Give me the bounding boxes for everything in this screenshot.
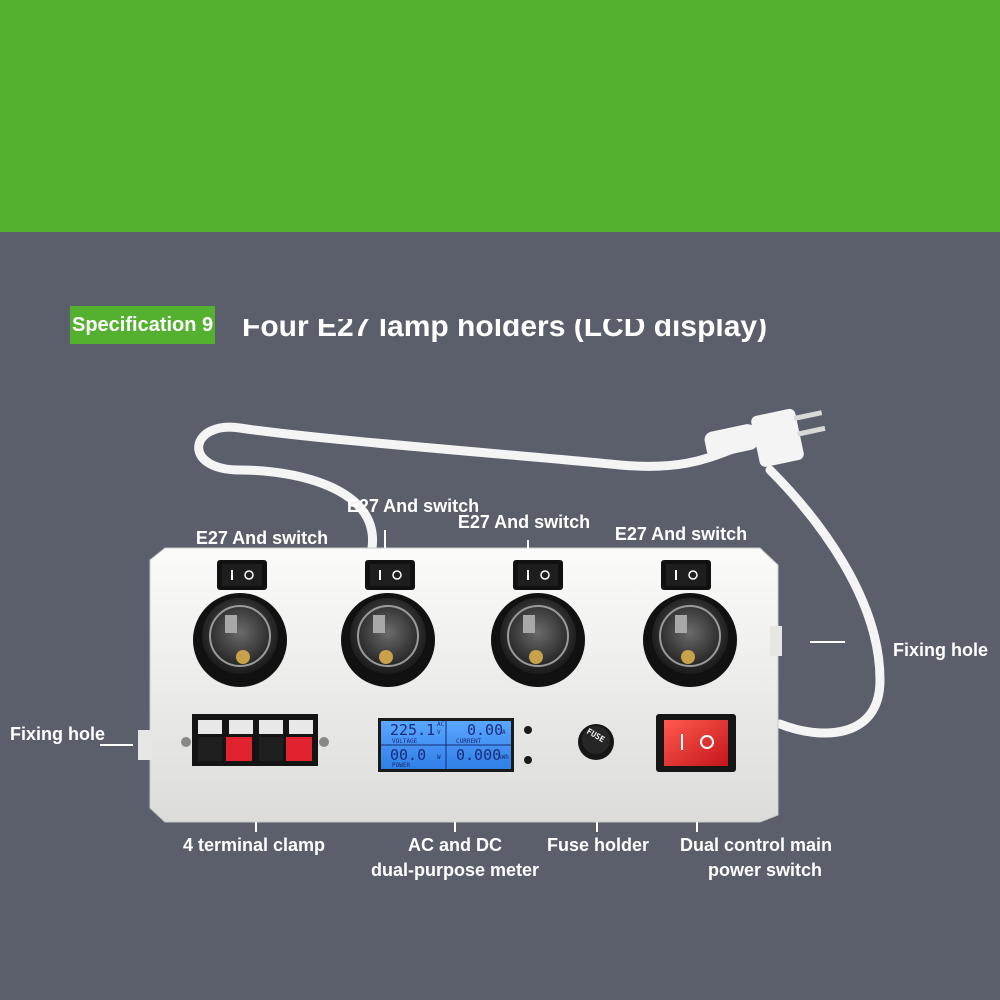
label-fuse-holder: Fuse holder [546, 835, 650, 855]
label-fixing-hole-left: Fixing hole [10, 724, 106, 744]
power-cord-icon [194, 422, 885, 738]
lcd-energy-unit: kWh [498, 754, 509, 761]
label-e27-switch-2: E27 And switch [346, 496, 480, 516]
terminal-clamp-icon [181, 714, 329, 766]
lcd-voltage-value: 225.1 [390, 721, 436, 739]
lcd-power-label: POWER [392, 762, 411, 769]
label-fixing-hole-right: Fixing hole [893, 640, 989, 660]
rocker-switch-icon [513, 560, 563, 590]
label-e27-switch-4: E27 And switch [614, 524, 748, 544]
rocker-switch-icon [661, 560, 711, 590]
socket-switches [217, 560, 711, 590]
e27-socket-icon [341, 593, 435, 687]
lcd-voltage-unit: V [437, 729, 441, 736]
e27-socket-icon [491, 593, 585, 687]
label-e27-switch-1: E27 And switch [195, 528, 329, 548]
main-power-switch-icon [656, 714, 736, 772]
label-terminal-clamp: 4 terminal clamp [182, 835, 326, 855]
lcd-power-value: 00.0 [390, 746, 427, 764]
lcd-energy-value: 0.000 [456, 746, 502, 764]
lcd-current-value: 0.00 [467, 721, 504, 739]
rocker-switch-icon [217, 560, 267, 590]
lcd-current-label: CURRENT [456, 738, 482, 745]
label-meter-line1: AC and DC [408, 835, 502, 855]
callout-leaders [100, 530, 845, 832]
e27-socket-icon [193, 593, 287, 687]
fuse-holder-icon [578, 724, 614, 760]
label-e27-switch-3: E27 And switch [457, 512, 591, 532]
lcd-voltage-mode: AC [437, 721, 445, 728]
lcd-voltage-label: VOLTAGE [392, 738, 418, 745]
lcd-power-unit: W [437, 754, 441, 761]
e27-sockets [193, 593, 737, 687]
power-plug-icon [704, 408, 826, 467]
specification-title: Four E27 lamp holders (LCD display) [242, 310, 768, 343]
label-main-switch-line1: Dual control main [679, 835, 833, 855]
label-meter-line2: dual-purpose meter [370, 860, 540, 880]
green-header-band [0, 0, 1000, 232]
rocker-switch-icon [365, 560, 415, 590]
e27-socket-icon [643, 593, 737, 687]
specification-badge: Specification 9 [70, 306, 216, 344]
lcd-current-unit: A [502, 729, 506, 736]
label-main-switch-line2: power switch [707, 860, 823, 880]
